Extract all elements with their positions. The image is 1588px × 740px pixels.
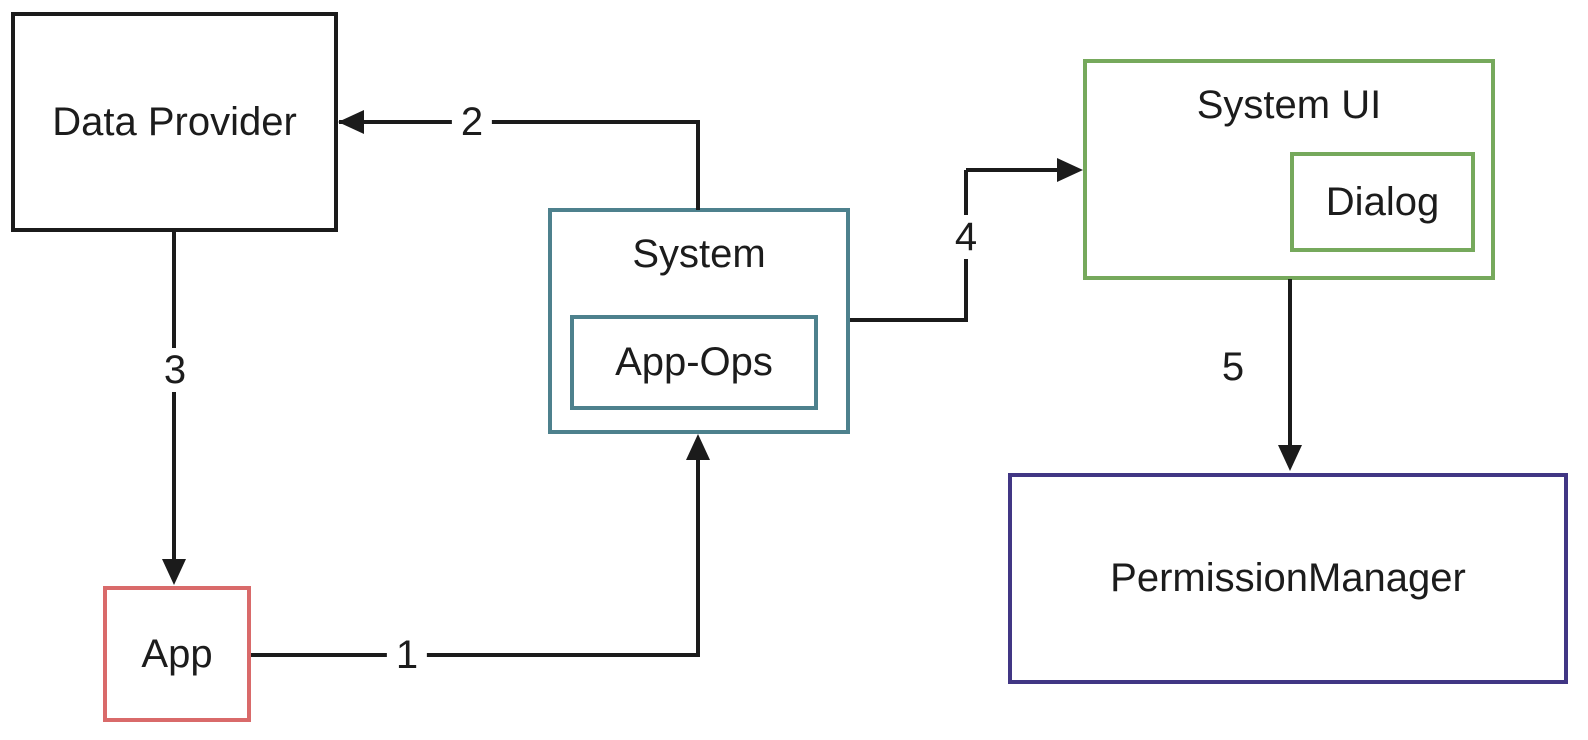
- edge-4-label: 4: [945, 215, 987, 259]
- edge-3-label: 3: [154, 348, 196, 392]
- edge-5-label: 5: [1212, 345, 1254, 389]
- edge-2-arrowhead-left-icon: [338, 110, 364, 134]
- node-dialog: Dialog: [1290, 152, 1475, 252]
- edge-4-line-horizontal-lower: [850, 318, 966, 322]
- edge-3-line-vertical: [172, 231, 176, 561]
- node-system-label: System: [632, 232, 766, 276]
- edge-3-arrowhead-down-icon: [162, 559, 186, 585]
- node-permission-manager: PermissionManager: [1008, 473, 1568, 684]
- edge-2-label: 2: [451, 100, 493, 144]
- node-permission-manager-label: PermissionManager: [1110, 556, 1466, 600]
- edge-1-label: 1: [386, 633, 428, 677]
- node-app-ops: App-Ops: [570, 315, 818, 410]
- node-app: App: [103, 586, 251, 722]
- node-system: System App-Ops: [548, 208, 850, 434]
- edge-5-line-vertical: [1288, 279, 1292, 447]
- edge-4-line-horizontal-upper: [966, 168, 1058, 172]
- edge-4-arrowhead-right-icon: [1057, 158, 1083, 182]
- node-data-provider: Data Provider: [11, 12, 338, 232]
- edge-1-line-vertical: [696, 459, 700, 657]
- edge-1-arrowhead-up-icon: [686, 434, 710, 460]
- edge-2-line-horizontal: [339, 120, 700, 124]
- node-dialog-label: Dialog: [1325, 179, 1440, 224]
- node-data-provider-label: Data Provider: [52, 99, 297, 144]
- node-app-ops-label: App-Ops: [615, 340, 773, 384]
- edge-1-line-horizontal: [251, 653, 700, 657]
- edge-5-arrowhead-down-icon: [1278, 445, 1302, 471]
- node-app-label: App: [141, 631, 213, 676]
- node-system-ui-label: System UI: [1196, 83, 1382, 127]
- edge-2-line-vertical: [696, 122, 700, 210]
- node-system-ui: System UI Dialog: [1083, 59, 1495, 280]
